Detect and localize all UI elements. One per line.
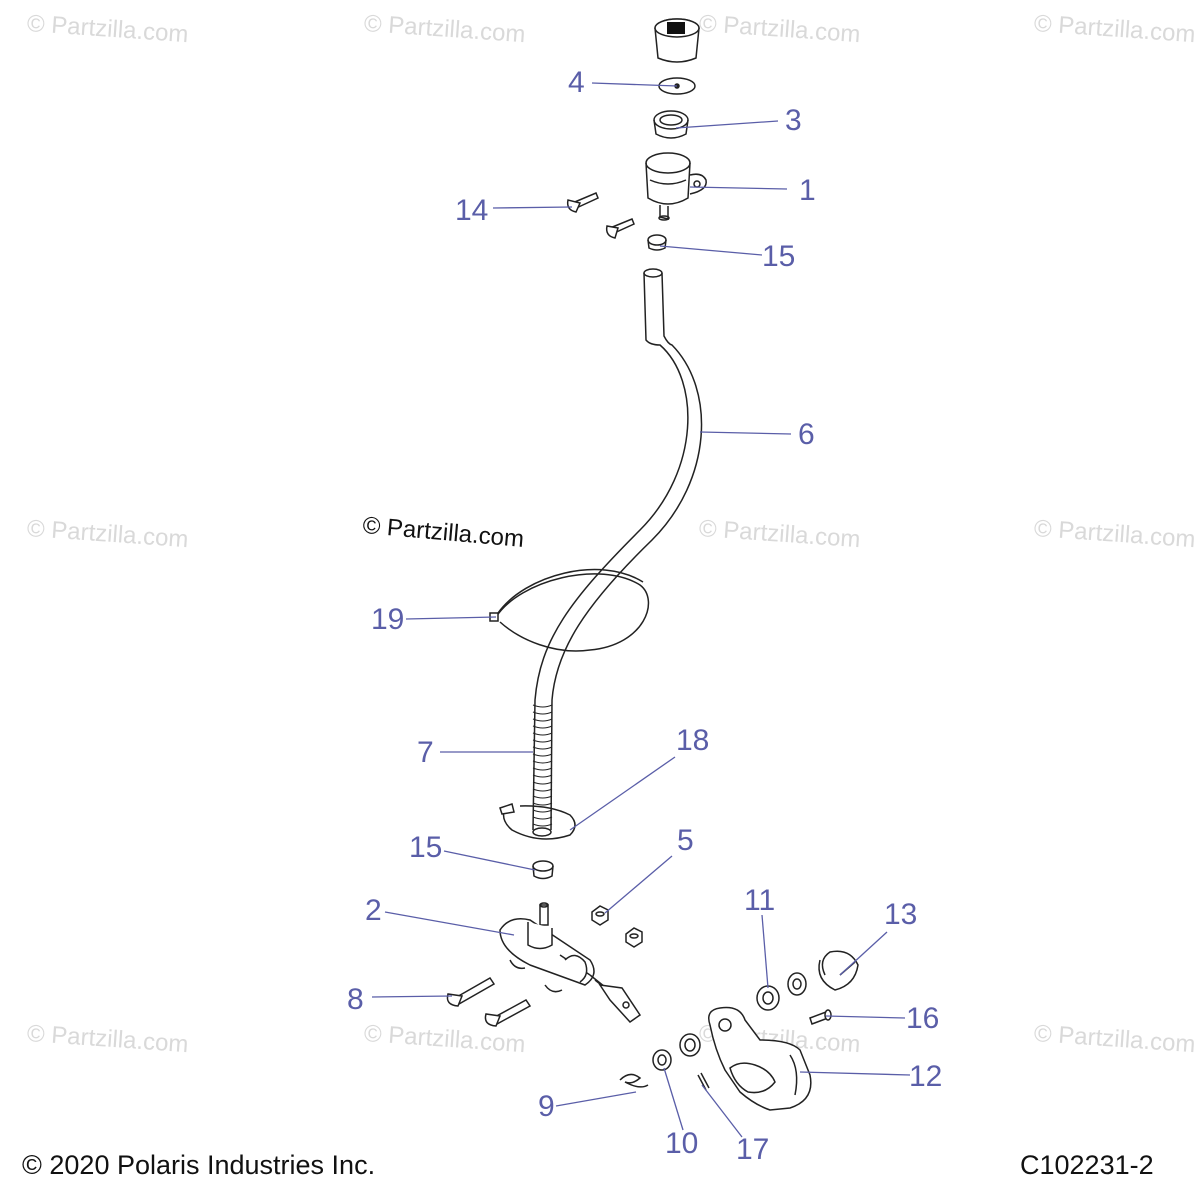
washer <box>652 1049 672 1071</box>
bolt <box>446 977 496 1007</box>
diaphragm-plate <box>653 110 689 139</box>
callout-7[interactable]: 7 <box>417 736 434 769</box>
reservoir-cap <box>654 18 700 63</box>
bolt <box>484 999 532 1027</box>
pin <box>809 1009 832 1025</box>
copyright-notice: © 2020 Polaris Industries Inc. <box>22 1150 376 1180</box>
spring-clamp <box>499 803 576 840</box>
callout-19[interactable]: 19 <box>371 603 405 636</box>
pivot-bracket <box>708 1006 812 1111</box>
bushing <box>679 1033 701 1057</box>
callout-6[interactable]: 6 <box>798 418 815 451</box>
screw <box>566 192 599 213</box>
callout-12[interactable]: 12 <box>909 1060 943 1093</box>
ribbed-hose <box>532 699 553 837</box>
bushing <box>756 985 780 1011</box>
nut <box>625 927 643 948</box>
callout-10[interactable]: 10 <box>665 1127 699 1160</box>
callout-18[interactable]: 18 <box>676 724 710 757</box>
hose-clamp <box>532 860 554 880</box>
callout-4[interactable]: 4 <box>568 66 585 99</box>
nut <box>591 905 609 926</box>
callout-11[interactable]: 11 <box>744 884 776 917</box>
clutch-master-cylinder <box>499 902 642 1023</box>
callout-15-bottom[interactable]: 15 <box>409 831 443 864</box>
washer <box>787 972 807 996</box>
callout-17[interactable]: 17 <box>736 1133 770 1166</box>
callout-16[interactable]: 16 <box>906 1002 940 1035</box>
reservoir-hose <box>534 268 703 701</box>
callout-2[interactable]: 2 <box>365 894 382 927</box>
clip <box>619 1073 649 1088</box>
callout-5[interactable]: 5 <box>677 824 694 857</box>
screw <box>605 218 635 239</box>
return-spring <box>818 950 859 991</box>
leader-lines <box>371 82 911 1138</box>
callout-15-top[interactable]: 15 <box>762 240 796 273</box>
callout-8[interactable]: 8 <box>347 983 364 1016</box>
callout-1[interactable]: 1 <box>799 174 816 207</box>
hose-clamp <box>647 234 667 251</box>
callout-3[interactable]: 3 <box>785 104 802 137</box>
reservoir <box>645 152 707 221</box>
callout-9[interactable]: 9 <box>538 1090 555 1123</box>
callout-14[interactable]: 14 <box>455 194 489 227</box>
callout-13[interactable]: 13 <box>884 898 918 931</box>
diagram-code: C102231-2 <box>1020 1150 1154 1180</box>
